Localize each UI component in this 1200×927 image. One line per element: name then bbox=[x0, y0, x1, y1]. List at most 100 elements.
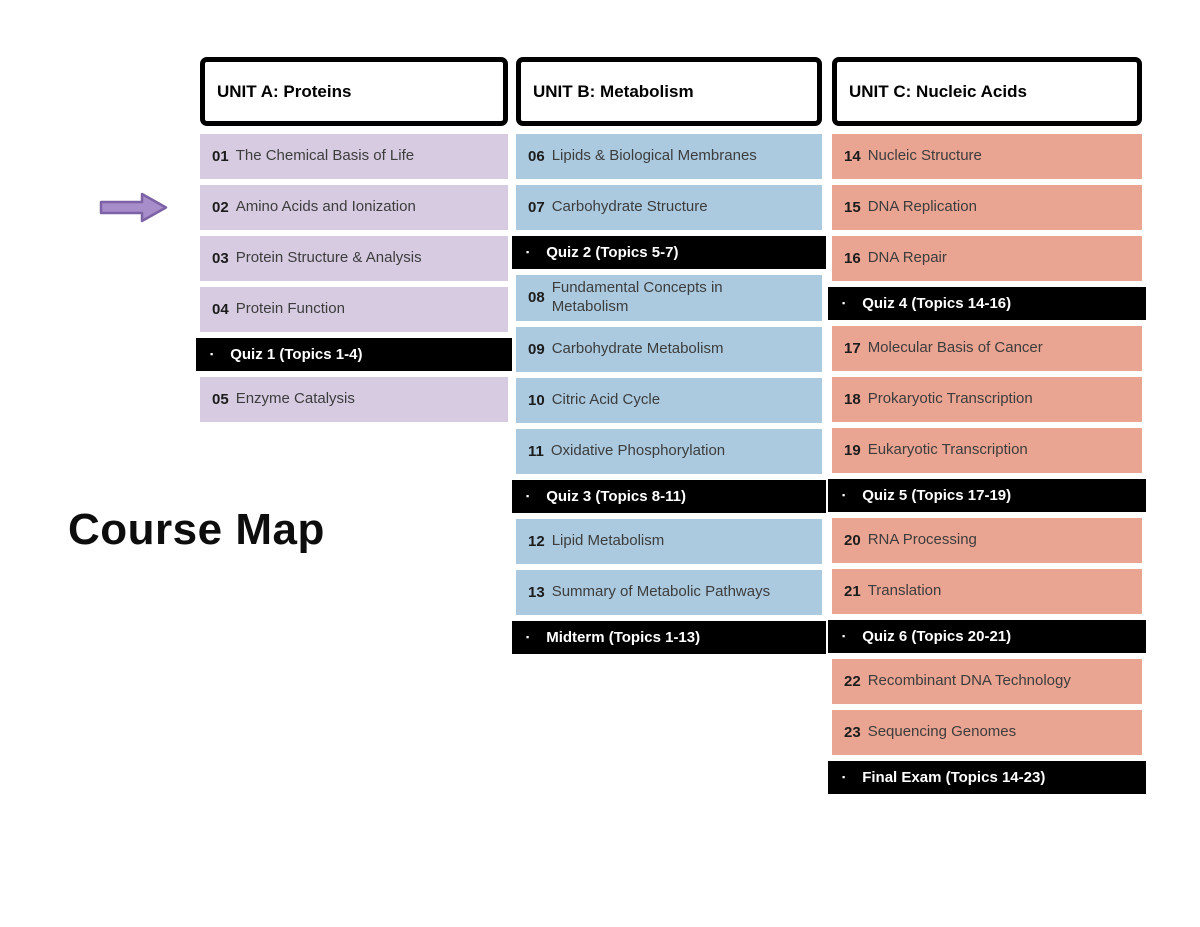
bullet-square-icon: ▪ bbox=[210, 349, 214, 359]
topic-04: 04 Protein Function bbox=[200, 287, 508, 332]
topic-20: 20 RNA Processing bbox=[832, 518, 1142, 563]
topic-03: 03 Protein Structure & Analysis bbox=[200, 236, 508, 281]
topic-number: 03 bbox=[212, 250, 229, 267]
topic-label: Protein Structure & Analysis bbox=[235, 249, 422, 267]
topic-number: 09 bbox=[528, 340, 545, 358]
topic-number: 10 bbox=[528, 391, 545, 409]
topic-number: 22 bbox=[844, 673, 861, 690]
assessment-quiz-6: ▪ Quiz 6 (Topics 20-21) bbox=[828, 620, 1146, 653]
bullet-square-icon: ▪ bbox=[526, 490, 530, 501]
topic-15: 15 DNA Replication bbox=[832, 185, 1142, 230]
bullet-square-icon: ▪ bbox=[842, 490, 846, 500]
topic-label: Eukaryotic Transcription bbox=[867, 441, 1028, 459]
topic-number: 01 bbox=[212, 148, 229, 165]
topic-label: Sequencing Genomes bbox=[867, 723, 1017, 741]
topic-06: 06 Lipids & Biological Membranes bbox=[516, 134, 822, 179]
assessment-label: Quiz 4 (Topics 14-16) bbox=[862, 295, 1012, 312]
bullet-square-icon: ▪ bbox=[842, 298, 846, 308]
topic-17: 17 Molecular Basis of Cancer bbox=[832, 326, 1142, 371]
topic-number: 06 bbox=[528, 148, 545, 165]
topic-16: 16 DNA Repair bbox=[832, 236, 1142, 281]
topic-number: 19 bbox=[844, 442, 861, 459]
topic-label: Fundamental Concepts in Metabolism bbox=[551, 279, 723, 315]
topic-label: Protein Function bbox=[235, 300, 345, 318]
topic-number: 04 bbox=[212, 301, 229, 318]
topic-number: 23 bbox=[844, 724, 861, 741]
topic-label: Carbohydrate Structure bbox=[551, 198, 708, 216]
topic-07: 07 Carbohydrate Structure bbox=[516, 185, 822, 230]
topic-label: Lipid Metabolism bbox=[551, 531, 665, 549]
topic-label: Summary of Metabolic Pathways bbox=[551, 582, 771, 600]
topic-label: Nucleic Structure bbox=[867, 147, 982, 165]
topic-10: 10 Citric Acid Cycle bbox=[516, 377, 822, 423]
assessment-final-exam: ▪ Final Exam (Topics 14-23) bbox=[828, 761, 1146, 794]
assessment-quiz-4: ▪ Quiz 4 (Topics 14-16) bbox=[828, 287, 1146, 320]
bullet-square-icon: ▪ bbox=[526, 247, 530, 257]
topic-label: Oxidative Phosphorylation bbox=[550, 441, 726, 459]
assessment-quiz-3: ▪ Quiz 3 (Topics 8-11) bbox=[512, 479, 826, 513]
bullet-square-icon: ▪ bbox=[842, 631, 846, 641]
topic-number: 05 bbox=[212, 391, 229, 408]
assessment-label: Quiz 1 (Topics 1-4) bbox=[230, 346, 363, 363]
topic-14: 14 Nucleic Structure bbox=[832, 134, 1142, 179]
topic-12: 12 Lipid Metabolism bbox=[516, 518, 822, 564]
assessment-label: Quiz 5 (Topics 17-19) bbox=[862, 487, 1012, 504]
topic-11: 11 Oxidative Phosphorylation bbox=[516, 428, 822, 474]
topic-02: 02 Amino Acids and Ionization bbox=[200, 185, 508, 230]
assessment-label: Quiz 3 (Topics 8-11) bbox=[546, 487, 686, 505]
topic-label: Amino Acids and Ionization bbox=[235, 198, 416, 216]
bullet-square-icon: ▪ bbox=[526, 631, 530, 642]
topic-label: Carbohydrate Metabolism bbox=[551, 339, 724, 357]
unit-b-header: UNIT B: Metabolism bbox=[516, 57, 822, 126]
topic-number: 16 bbox=[844, 250, 861, 267]
assessment-quiz-2: ▪ Quiz 2 (Topics 5-7) bbox=[512, 236, 826, 269]
topic-05: 05 Enzyme Catalysis bbox=[200, 377, 508, 422]
page-title: Course Map bbox=[68, 505, 325, 554]
topic-label: RNA Processing bbox=[867, 531, 977, 549]
topic-21: 21 Translation bbox=[832, 569, 1142, 614]
topic-13: 13 Summary of Metabolic Pathways bbox=[516, 569, 822, 615]
topic-19: 19 Eukaryotic Transcription bbox=[832, 428, 1142, 473]
topic-number: 11 bbox=[528, 442, 544, 460]
topic-label: Molecular Basis of Cancer bbox=[867, 339, 1043, 357]
unit-c-column: UNIT C: Nucleic Acids 14 Nucleic Structure… bbox=[828, 57, 1146, 794]
topic-label: DNA Replication bbox=[867, 198, 977, 216]
topic-number: 02 bbox=[212, 199, 229, 216]
topic-number: 08 bbox=[528, 289, 545, 307]
assessment-quiz-1: ▪ Quiz 1 (Topics 1-4) bbox=[196, 338, 512, 371]
topic-label: Translation bbox=[867, 582, 942, 600]
topic-number: 12 bbox=[528, 532, 545, 550]
topic-22: 22 Recombinant DNA Technology bbox=[832, 659, 1142, 704]
topic-label: Prokaryotic Transcription bbox=[867, 390, 1033, 408]
topic-label: Recombinant DNA Technology bbox=[867, 672, 1071, 690]
current-topic-arrow-icon bbox=[99, 192, 169, 223]
topic-09: 09 Carbohydrate Metabolism bbox=[516, 326, 822, 372]
assessment-label: Midterm (Topics 1-13) bbox=[546, 628, 701, 646]
topic-number: 17 bbox=[844, 340, 861, 357]
unit-a-column: UNIT A: Proteins 01 The Chemical Basis of … bbox=[196, 57, 512, 422]
topic-label: Citric Acid Cycle bbox=[551, 390, 661, 408]
topic-number: 20 bbox=[844, 532, 861, 549]
assessment-midterm: ▪ Midterm (Topics 1-13) bbox=[512, 620, 826, 654]
unit-c-header: UNIT C: Nucleic Acids bbox=[832, 57, 1142, 126]
topic-08: 08 Fundamental Concepts in Metabolism bbox=[516, 275, 822, 321]
assessment-label: Quiz 6 (Topics 20-21) bbox=[862, 628, 1012, 645]
bullet-square-icon: ▪ bbox=[842, 772, 846, 782]
topic-label: The Chemical Basis of Life bbox=[235, 147, 415, 165]
topic-label: Lipids & Biological Membranes bbox=[551, 147, 757, 165]
topic-number: 14 bbox=[844, 148, 861, 165]
topic-label: Enzyme Catalysis bbox=[235, 390, 355, 408]
assessment-label: Quiz 2 (Topics 5-7) bbox=[546, 244, 679, 261]
topic-number: 13 bbox=[528, 583, 545, 601]
topic-23: 23 Sequencing Genomes bbox=[832, 710, 1142, 755]
topic-number: 15 bbox=[844, 199, 861, 216]
assessment-label: Final Exam (Topics 14-23) bbox=[862, 769, 1046, 786]
unit-b-column: UNIT B: Metabolism 06 Lipids & Biological … bbox=[512, 57, 826, 654]
topic-number: 21 bbox=[844, 583, 861, 600]
topic-number: 07 bbox=[528, 199, 545, 216]
topic-01: 01 The Chemical Basis of Life bbox=[200, 134, 508, 179]
unit-a-header: UNIT A: Proteins bbox=[200, 57, 508, 126]
topic-label: DNA Repair bbox=[867, 249, 947, 267]
